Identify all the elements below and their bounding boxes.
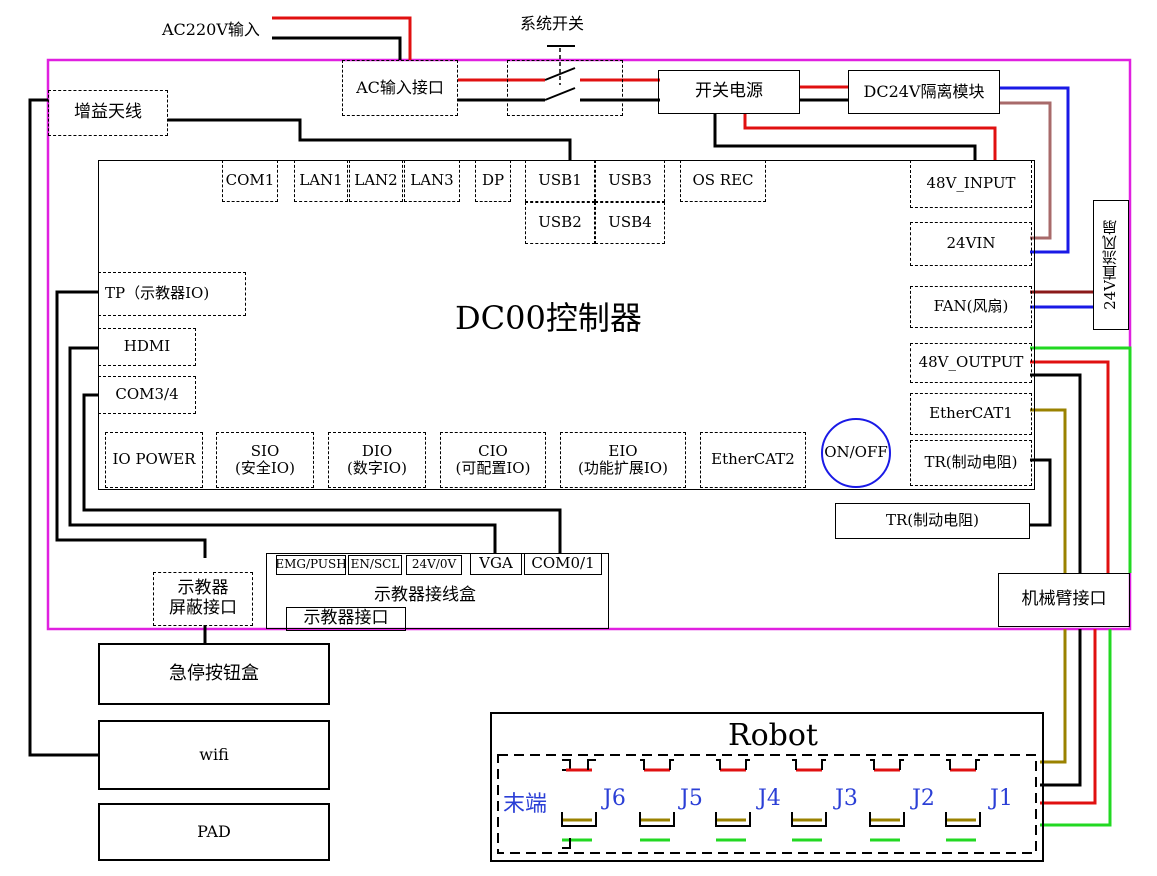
joint-end: 末端 xyxy=(503,792,548,817)
port-vga: VGA xyxy=(470,553,522,575)
wire-com34 xyxy=(82,393,562,553)
joint-connectors xyxy=(561,759,981,849)
port-cio-desc: (可配置IO) xyxy=(455,459,531,477)
port-sio-desc: (安全IO) xyxy=(235,459,295,477)
port-os-rec: OS REC xyxy=(680,160,766,202)
ac-input-label: AC220V输入 xyxy=(162,20,260,39)
switch-contact-1 xyxy=(544,67,576,81)
wire-brake-resistor xyxy=(1030,458,1052,527)
wire-antenna-wifi xyxy=(28,98,98,757)
port-usb4: USB4 xyxy=(595,202,665,244)
port-sio-label: SIO xyxy=(250,441,280,460)
robot-joint-chain xyxy=(497,754,1037,854)
joint-j1: J1 xyxy=(990,786,1013,811)
brake-resistor: TR(制动电阻) xyxy=(835,503,1030,539)
teach-shield-line1: 示教器 xyxy=(177,578,229,599)
wire-arm-black xyxy=(1040,629,1082,787)
port-24v-0v: 24V/0V xyxy=(406,555,462,575)
port-com01: COM0/1 xyxy=(524,553,602,575)
wire-dc-24vin-brown xyxy=(1000,101,1052,240)
port-eio-label: EIO xyxy=(608,441,638,460)
teach-shield-interface: 示教器 屏蔽接口 xyxy=(153,572,253,626)
dc24v-fan-label: 24V直流风扇 xyxy=(1101,220,1120,310)
port-lan1: LAN1 xyxy=(294,160,348,202)
port-io-power-label: IO POWER xyxy=(112,450,196,469)
on-off-button-ring xyxy=(821,418,891,488)
port-lan2: LAN2 xyxy=(349,160,403,202)
port-dp: DP xyxy=(475,160,511,202)
port-48v-input: 48V_INPUT xyxy=(910,160,1032,208)
port-ethercat2-label: EtherCAT2 xyxy=(711,450,795,469)
dc24v-fan-module: 24V直流风扇 xyxy=(1093,200,1129,330)
teach-pendant-connector: 示教器接口 xyxy=(286,607,406,631)
wire-hdmi xyxy=(68,346,497,553)
port-hdmi: HDMI xyxy=(98,328,196,366)
port-cio-label: CIO xyxy=(478,441,508,460)
port-en-scl: EN/SCL xyxy=(348,555,402,575)
wire-arm-green xyxy=(1040,629,1112,827)
teach-box-title: 示教器接线盒 xyxy=(374,585,476,605)
port-dio: DIO (数字IO) xyxy=(328,432,426,488)
teach-pendant-junction-box xyxy=(266,553,609,629)
switching-power-supply: 开关电源 xyxy=(658,70,800,114)
port-emg-push: EMG/PUSH xyxy=(275,555,347,575)
gain-antenna: 增益天线 xyxy=(48,90,168,136)
controller-title: DC00控制器 xyxy=(455,299,642,337)
on-off-button[interactable]: ON/OFF xyxy=(824,443,888,462)
joint-j4: J4 xyxy=(758,786,781,811)
port-com1: COM1 xyxy=(222,160,278,202)
port-lan3: LAN3 xyxy=(404,160,460,202)
port-cio: CIO (可配置IO) xyxy=(440,432,546,488)
port-ethercat2: EtherCAT2 xyxy=(700,432,806,488)
wire-dc-24vin-blue xyxy=(1000,86,1070,254)
port-fan: FAN(风扇) xyxy=(910,286,1032,328)
wire-antenna-usb1 xyxy=(168,118,572,160)
wire-psu-48v-black xyxy=(713,113,977,160)
wire-arm-red xyxy=(1040,629,1097,805)
wire-48vout-red xyxy=(1030,360,1110,573)
wire-48vout-green xyxy=(1030,346,1132,573)
port-dio-label: DIO xyxy=(361,441,393,460)
teach-shield-line2: 屏蔽接口 xyxy=(169,598,237,618)
joint-j2: J2 xyxy=(912,786,935,811)
port-com34: COM3/4 xyxy=(98,376,196,414)
ac-wire-neutral xyxy=(272,36,402,60)
port-sio: SIO (安全IO) xyxy=(216,432,314,488)
switch-contact-2 xyxy=(544,87,576,101)
port-eio: EIO (功能扩展IO) xyxy=(560,432,686,488)
system-switch[interactable] xyxy=(507,60,623,116)
port-48v-output: 48V_OUTPUT xyxy=(910,343,1032,383)
ac-wire-live xyxy=(272,16,412,60)
dc24v-isolation-module: DC24V隔离模块 xyxy=(848,70,1000,114)
port-dio-desc: (数字IO) xyxy=(347,459,407,477)
port-usb1: USB1 xyxy=(525,160,595,202)
wire-ethercat-olive xyxy=(1030,408,1067,573)
wire-48vout-black xyxy=(1030,373,1082,573)
wifi-module: wifi xyxy=(98,720,330,790)
port-usb2: USB2 xyxy=(525,202,595,244)
robot-title: Robot xyxy=(728,718,818,753)
port-usb3: USB3 xyxy=(595,160,665,202)
port-tr: TR(制动电阻) xyxy=(910,440,1032,486)
pad-device: PAD xyxy=(98,803,330,861)
wire-tp xyxy=(55,290,207,558)
estop-button-box: 急停按钮盒 xyxy=(98,643,330,705)
port-io-power: IO POWER xyxy=(105,432,203,488)
joint-j3: J3 xyxy=(835,786,858,811)
wire-psu-48v-red xyxy=(743,113,997,160)
joint-j5: J5 xyxy=(680,786,703,811)
system-switch-label: 系统开关 xyxy=(520,14,585,33)
joint-j6: J6 xyxy=(603,786,626,811)
wire-arm-olive xyxy=(1040,629,1067,764)
port-24vin: 24VIN xyxy=(910,222,1032,266)
port-eio-desc: (功能扩展IO) xyxy=(578,459,668,477)
port-tp: TP（示教器IO) xyxy=(98,272,246,316)
robot-arm-interface: 机械臂接口 xyxy=(998,573,1130,627)
ac-input-port: AC输入接口 xyxy=(342,60,458,116)
robot-box xyxy=(490,712,1044,862)
port-ethercat1: EtherCAT1 xyxy=(910,393,1032,435)
